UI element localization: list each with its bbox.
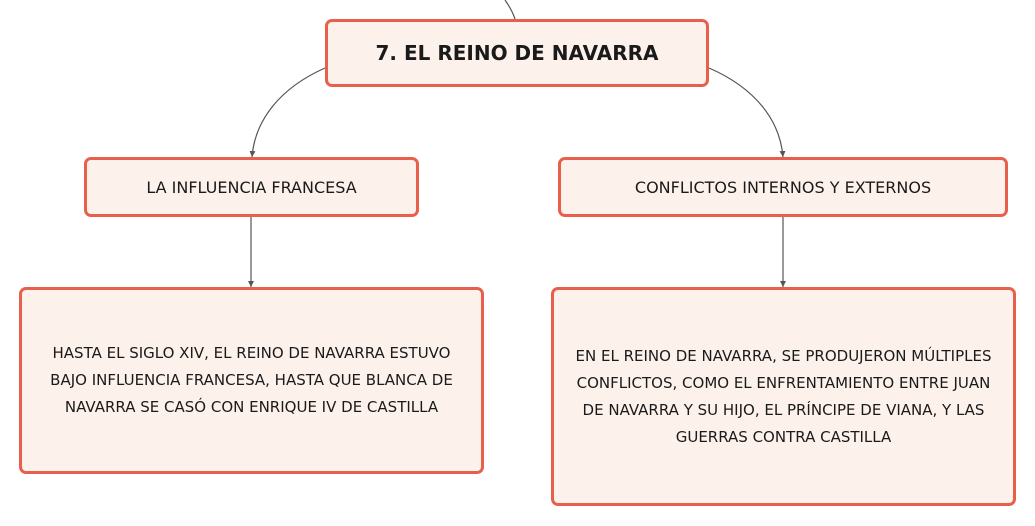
- root-node-title: 7. EL REINO DE NAVARRA: [375, 41, 659, 65]
- branch-node-conflictos[interactable]: CONFLICTOS INTERNOS Y EXTERNOS: [558, 157, 1008, 217]
- branch-node-title: LA INFLUENCIA FRANCESA: [146, 177, 357, 197]
- root-node[interactable]: 7. EL REINO DE NAVARRA: [325, 19, 709, 87]
- branch-node-title: CONFLICTOS INTERNOS Y EXTERNOS: [634, 177, 932, 197]
- connector-parent-to-root: [504, 0, 516, 20]
- connector-root-to-left-branch: [249, 67, 326, 158]
- branch-node-influencia-francesa[interactable]: LA INFLUENCIA FRANCESA: [84, 157, 419, 217]
- detail-node-text: EN EL REINO DE NAVARRA, SE PRODUJERON MÚ…: [575, 346, 992, 446]
- detail-node-influencia-francesa[interactable]: HASTA EL SIGLO XIV, EL REINO DE NAVARRA …: [19, 287, 484, 474]
- connector-root-to-right-branch: [708, 67, 786, 158]
- detail-node-conflictos[interactable]: EN EL REINO DE NAVARRA, SE PRODUJERON MÚ…: [551, 287, 1016, 506]
- detail-node-text: HASTA EL SIGLO XIV, EL REINO DE NAVARRA …: [50, 344, 453, 416]
